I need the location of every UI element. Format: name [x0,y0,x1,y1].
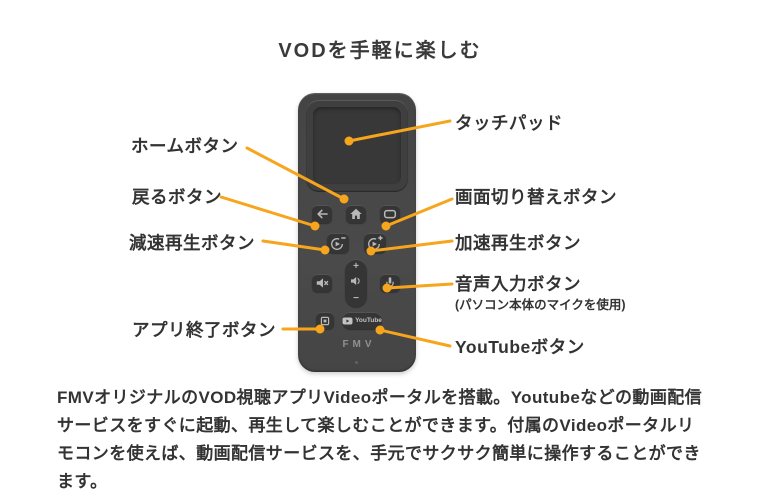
screen-switch-icon [383,207,397,221]
callout-home-button: ホームボタン [131,136,239,156]
slow-playback-button [327,233,349,253]
ir-led-dot [355,361,358,364]
callout-touchpad: タッチパッド [455,113,563,133]
volume-rocker: + − [345,259,367,307]
touchpad [306,100,408,192]
brand-logo: FMV [342,339,376,350]
voice-input-button [380,274,400,292]
section-title: VODを手軽に楽しむ [278,40,482,62]
volume-up-label: + [353,261,359,272]
callout-fast-playback-button: 加速再生ボタン [455,233,581,253]
screen-switch-button [380,205,400,223]
microphone-icon [383,276,397,290]
callout-voice-input-button: 音声入力ボタン [455,274,581,294]
touchpad-surface [313,107,401,185]
back-button [312,205,332,223]
speaker-icon [350,274,362,292]
youtube-play-icon [342,317,353,325]
youtube-button-label: YouTube [355,317,382,324]
mute-button [312,274,332,292]
youtube-button: YouTube [342,312,382,329]
app-exit-icon [319,315,331,327]
remote-control: + − [298,93,416,372]
feature-description: FMVオリジナルのVOD視聴アプリVideoポータルを搭載。Youtubeなどの… [57,388,703,491]
home-button [346,205,366,223]
callout-back-button: 戻るボタン [132,187,222,207]
callout-voice-input-note: (パソコン本体のマイクを使用) [455,298,626,312]
home-icon [349,207,363,221]
callout-youtube-button: YouTubeボタン [455,337,585,357]
callout-app-exit-button: アプリ終了ボタン [132,320,276,340]
fast-playback-icon [367,235,383,251]
back-arrow-icon [315,207,329,221]
fast-playback-button [364,233,386,253]
callout-screen-switch-button: 画面切り替えボタン [455,187,617,207]
app-exit-button [316,312,334,329]
mute-icon [315,276,329,290]
volume-down-label: − [353,293,359,304]
slow-playback-icon [330,235,346,251]
callout-slow-playback-button: 減速再生ボタン [129,233,255,253]
